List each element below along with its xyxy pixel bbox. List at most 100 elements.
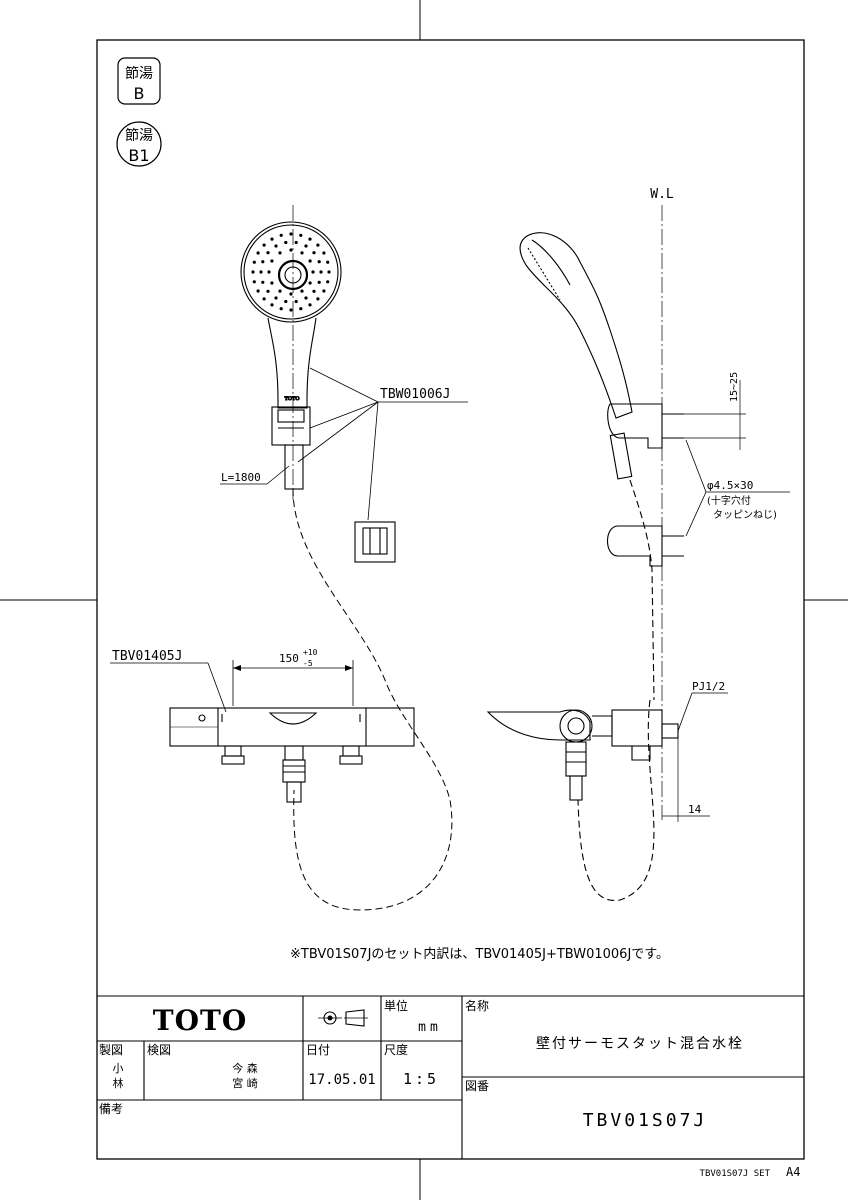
spray-nozzle xyxy=(308,237,312,241)
spray-nozzle xyxy=(312,289,316,293)
svg-text:B1: B1 xyxy=(128,146,149,165)
spray-nozzle xyxy=(251,270,255,274)
spray-nozzle xyxy=(289,248,293,252)
spray-nozzle xyxy=(289,308,293,312)
label-shower-part: TBW01006J xyxy=(380,387,450,402)
faucet-body-front xyxy=(169,707,415,803)
spray-nozzle xyxy=(289,292,293,296)
spray-nozzle xyxy=(304,296,308,300)
spray-nozzle xyxy=(319,270,323,274)
spray-nozzle xyxy=(308,259,312,263)
spray-nozzle xyxy=(270,237,274,241)
faucet-body-side xyxy=(486,709,679,801)
scale-label: 尺度 xyxy=(384,1042,408,1057)
wall-holder-separate xyxy=(354,521,396,563)
spray-nozzle xyxy=(284,299,288,304)
label-screw-size: φ4.5×30 xyxy=(707,479,753,492)
svg-text:B: B xyxy=(134,84,145,103)
made-value1: 小 xyxy=(113,1062,124,1075)
label-spacing-tol-minus: -5 xyxy=(303,659,313,668)
spray-nozzle xyxy=(270,303,274,307)
brand-logo: TOTO xyxy=(153,1004,247,1037)
spray-nozzle xyxy=(270,281,274,285)
spray-nozzle xyxy=(259,270,263,274)
drawing-no-label: 図番 xyxy=(465,1079,489,1093)
remarks-label: 備考 xyxy=(99,1101,123,1116)
drawing-no-value: TBV01S07J xyxy=(583,1110,708,1131)
badge-b1: 節湯 B1 xyxy=(116,121,162,167)
unit-label: 単位 xyxy=(384,998,408,1013)
label-hose-length: L=1800 xyxy=(221,471,261,484)
side-view xyxy=(486,205,790,901)
scale-value: 1:5 xyxy=(403,1070,439,1088)
label-spacing-tol-plus: +10 xyxy=(303,648,318,657)
spray-nozzle xyxy=(274,244,278,248)
wall-holder-front xyxy=(271,406,311,490)
label-screw-note1: (十字穴付 xyxy=(707,494,751,507)
spray-nozzle xyxy=(252,280,256,284)
made-value2: 林 xyxy=(113,1076,124,1090)
spray-nozzle xyxy=(294,240,298,245)
spray-nozzle xyxy=(262,243,266,247)
spray-nozzle xyxy=(261,260,265,264)
label-water-level: W.L xyxy=(650,187,674,202)
spray-nozzle xyxy=(252,260,256,264)
spray-nozzle xyxy=(278,251,282,255)
spray-nozzle xyxy=(300,289,304,293)
spray-nozzle xyxy=(317,280,321,284)
hose-path xyxy=(292,488,453,911)
title-block xyxy=(97,995,804,1159)
spray-nozzle xyxy=(300,251,304,255)
spray-nozzle xyxy=(326,280,330,284)
footer-paper-size: A4 xyxy=(786,1165,800,1179)
spray-nozzle xyxy=(327,270,331,274)
set-note: ※TBV01S07Jのセット内訳は、TBV01405J+TBW01006Jです。 xyxy=(290,946,669,962)
made-label: 製図 xyxy=(99,1043,123,1057)
spray-nozzle xyxy=(308,303,312,307)
footer-set-code: TBV01S07J SET xyxy=(700,1169,771,1179)
svg-text:TOTO: TOTO xyxy=(285,396,300,402)
projection-symbol xyxy=(318,1009,368,1027)
shower-head-side xyxy=(519,232,633,419)
date-value: 17.05.01 xyxy=(308,1072,375,1088)
spray-nozzle xyxy=(311,270,315,274)
label-faucet-part: TBV01405J xyxy=(112,649,182,664)
spray-nozzle xyxy=(270,259,274,263)
spray-nozzle xyxy=(284,240,288,245)
spray-nozzle xyxy=(316,243,320,247)
product-name: 壁付サーモスタット混合水栓 xyxy=(536,1036,744,1052)
spray-nozzle xyxy=(322,289,326,293)
label-offset: 14 xyxy=(688,803,702,816)
name-label: 名称 xyxy=(465,998,489,1013)
checked-value1: 今 森 xyxy=(232,1061,258,1075)
spray-nozzle xyxy=(326,260,330,264)
spray-nozzle xyxy=(304,244,308,248)
spray-nozzle xyxy=(289,232,293,236)
spray-nozzle xyxy=(308,281,312,285)
badge-b: 節湯 B xyxy=(117,57,161,105)
spray-nozzle xyxy=(322,251,326,255)
date-label: 日付 xyxy=(306,1043,330,1057)
spray-nozzle xyxy=(279,233,283,237)
front-view: TOTO xyxy=(110,205,468,911)
spray-nozzle xyxy=(294,299,298,304)
spray-nozzle xyxy=(316,297,320,301)
spray-nozzle xyxy=(279,307,283,311)
spray-nozzle xyxy=(317,260,321,264)
label-spacing: 150 xyxy=(279,652,299,665)
spray-nozzle xyxy=(256,289,260,293)
svg-text:節湯: 節湯 xyxy=(125,65,153,82)
svg-text:節湯: 節湯 xyxy=(125,127,153,144)
label-pipe-thread: PJ1/2 xyxy=(692,680,725,693)
spray-nozzle xyxy=(274,296,278,300)
checked-value2: 宮 崎 xyxy=(232,1076,258,1090)
lower-holder-side xyxy=(606,525,684,567)
spray-nozzle xyxy=(261,280,265,284)
spray-nozzle xyxy=(312,251,316,255)
spray-nozzle xyxy=(262,297,266,301)
checked-label: 検図 xyxy=(147,1043,171,1057)
spray-nozzle xyxy=(267,270,271,274)
unit-value: mm xyxy=(418,1020,442,1035)
